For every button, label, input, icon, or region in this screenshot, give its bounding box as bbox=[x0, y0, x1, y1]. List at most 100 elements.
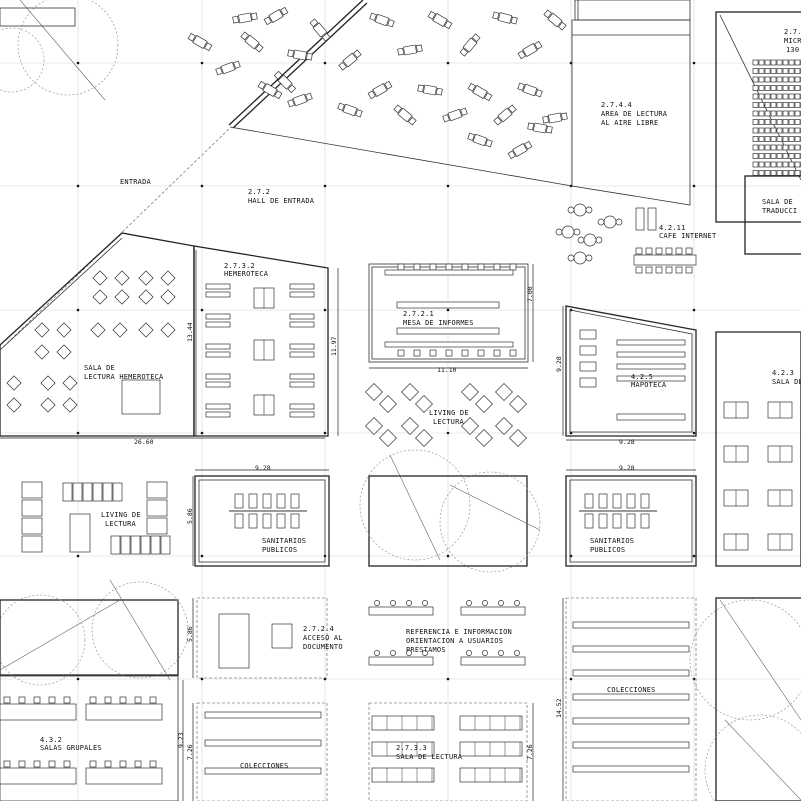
stool bbox=[514, 650, 520, 656]
chair bbox=[337, 102, 345, 111]
seat bbox=[770, 59, 777, 66]
seat bbox=[782, 119, 789, 125]
living-left-line1: LIVING DE bbox=[101, 511, 141, 519]
chair bbox=[287, 84, 297, 94]
reading-table bbox=[289, 343, 315, 350]
table-set bbox=[442, 107, 468, 123]
dim-9-23-mapo: 9.28 bbox=[555, 356, 563, 372]
chair bbox=[460, 107, 468, 116]
lounge-chair bbox=[461, 383, 479, 401]
seat bbox=[794, 93, 801, 100]
hemeroteca-code: 2.7.3.2 bbox=[224, 262, 255, 270]
chair bbox=[48, 760, 56, 768]
chair bbox=[104, 696, 112, 704]
lounge-chair bbox=[379, 429, 397, 447]
grid-dot bbox=[76, 61, 80, 65]
lounge-chair bbox=[92, 270, 108, 286]
seat bbox=[752, 144, 759, 151]
seat bbox=[794, 127, 801, 134]
seat bbox=[794, 76, 801, 83]
outdoor-reading-area bbox=[571, 0, 691, 206]
grid-dot bbox=[200, 308, 204, 312]
sala-right-code: 4.2.3 bbox=[772, 369, 794, 377]
table-set bbox=[527, 122, 553, 134]
stool bbox=[390, 600, 396, 606]
living-lectura-chairs bbox=[365, 383, 527, 447]
seat bbox=[758, 102, 765, 108]
chair bbox=[435, 87, 443, 96]
chair bbox=[352, 49, 362, 59]
seat bbox=[782, 161, 789, 168]
grid-dot bbox=[200, 554, 204, 558]
chair bbox=[429, 263, 437, 271]
dim-5-86-b: 5.86 bbox=[186, 626, 194, 642]
seat bbox=[770, 68, 777, 74]
seat bbox=[770, 127, 777, 134]
seat bbox=[752, 68, 759, 74]
stool bbox=[422, 600, 428, 606]
seat bbox=[776, 76, 783, 83]
chair bbox=[467, 82, 476, 92]
toilet bbox=[248, 513, 258, 529]
shelf bbox=[204, 767, 322, 775]
cafe-table bbox=[647, 207, 657, 231]
seat bbox=[782, 136, 789, 142]
chair bbox=[407, 116, 417, 126]
seat bbox=[764, 110, 771, 117]
table-set bbox=[367, 80, 393, 100]
cafe-chair bbox=[635, 247, 643, 255]
chair bbox=[149, 760, 157, 768]
dim-7-26-a: 7.26 bbox=[186, 744, 194, 760]
table bbox=[497, 12, 513, 24]
toilet bbox=[584, 493, 594, 509]
sofa-seat bbox=[110, 535, 121, 555]
hemeroteca-lounge-chairs bbox=[6, 270, 176, 413]
cafe-stool bbox=[595, 236, 603, 244]
sanitarios-fixtures bbox=[229, 493, 657, 529]
stool bbox=[514, 600, 520, 606]
lounge-chair bbox=[160, 322, 176, 338]
referencia-line1: REFERENCIA E INFORMACION bbox=[406, 628, 512, 636]
grid-dot bbox=[446, 677, 450, 681]
table-set bbox=[187, 32, 213, 52]
seat bbox=[794, 170, 801, 176]
seat bbox=[788, 144, 795, 151]
seat bbox=[758, 161, 765, 168]
chair bbox=[18, 696, 26, 704]
grid-dot bbox=[446, 554, 450, 558]
stool bbox=[466, 600, 472, 606]
table-set bbox=[393, 104, 417, 126]
right-hall-desks bbox=[723, 401, 793, 551]
seat bbox=[776, 68, 783, 74]
toilet bbox=[276, 493, 286, 509]
seat bbox=[752, 102, 759, 108]
lounge-chair bbox=[415, 395, 433, 413]
chair bbox=[461, 349, 469, 357]
sala-hemero-line2: LECTURA HEMEROTECA bbox=[84, 373, 164, 381]
seat bbox=[788, 68, 795, 74]
grid-dot bbox=[200, 184, 204, 188]
lounge-chair bbox=[6, 397, 22, 413]
toilet bbox=[598, 493, 608, 509]
grid-dot bbox=[446, 308, 450, 312]
cafe-table bbox=[573, 251, 587, 265]
seat bbox=[776, 144, 783, 151]
lounge-chair bbox=[160, 289, 176, 305]
acceso-documento bbox=[196, 597, 328, 679]
chair bbox=[89, 696, 97, 704]
cafe-chair bbox=[665, 266, 673, 274]
seat bbox=[788, 102, 795, 108]
lounge-chair bbox=[365, 383, 383, 401]
seat bbox=[788, 127, 795, 134]
lounge-chair bbox=[40, 397, 56, 413]
seat bbox=[758, 170, 765, 176]
acceso-line1: ACCESO AL bbox=[303, 634, 343, 642]
chair bbox=[3, 696, 11, 704]
chair bbox=[467, 132, 475, 141]
lounge-chair bbox=[62, 375, 78, 391]
lounge-chair bbox=[62, 397, 78, 413]
table bbox=[522, 83, 538, 97]
reading-table bbox=[205, 403, 231, 410]
micro-code: 2.7. bbox=[784, 28, 801, 36]
